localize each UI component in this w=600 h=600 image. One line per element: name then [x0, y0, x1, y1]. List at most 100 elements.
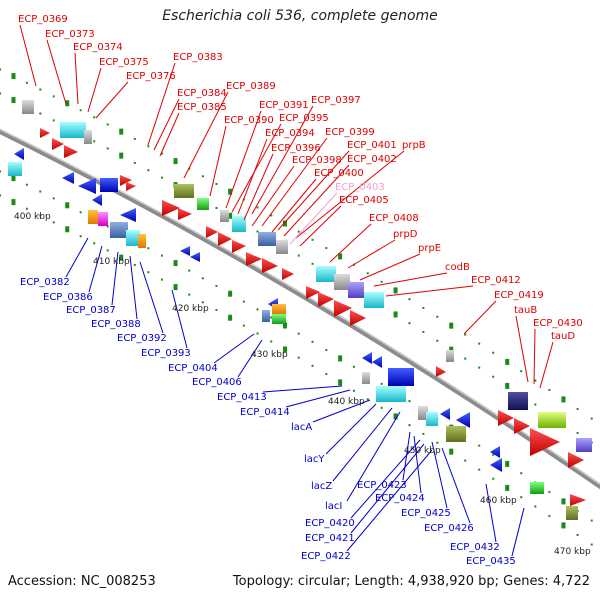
gene-label-forward: ECP_0402 — [347, 154, 397, 165]
gene-label-forward: ECP_0376 — [126, 71, 176, 82]
tick-dot — [173, 260, 178, 267]
leader-line — [111, 251, 119, 306]
tick-dot — [173, 284, 178, 291]
tick-dot — [561, 522, 566, 529]
leader-line — [153, 98, 180, 151]
gene-label-reverse: ECP_0406 — [192, 377, 242, 388]
gene-feature — [120, 175, 132, 186]
gene-label-forward: ECP_0400 — [314, 168, 364, 179]
leader-line — [171, 289, 188, 349]
tick-dot — [422, 306, 425, 309]
gene-feature — [162, 200, 180, 216]
gene-feature — [52, 138, 64, 150]
leader-line — [347, 239, 396, 269]
tick-dot — [11, 175, 16, 182]
gene-feature — [174, 184, 194, 198]
gene-label-reverse: ECP_0424 — [375, 493, 425, 504]
tick-dot — [548, 490, 551, 493]
gene-feature — [530, 428, 560, 456]
tick-dot — [119, 152, 124, 159]
gene-feature — [258, 232, 276, 246]
scale-label: 440 kbp — [328, 397, 365, 407]
tick-dot — [492, 453, 495, 456]
genome-title: Escherichia coli 536, complete genome — [162, 8, 438, 24]
tick-dot — [133, 137, 136, 140]
tick-dot — [79, 235, 82, 238]
gene-feature — [138, 234, 146, 248]
gene-label-forward: ECP_0369 — [18, 14, 68, 25]
tick-dot — [283, 322, 287, 329]
tick-dot — [0, 92, 2, 95]
tick-dot — [52, 95, 55, 98]
tick-dot — [160, 278, 163, 281]
leader-line — [289, 192, 338, 245]
gene-feature — [364, 292, 384, 308]
label-leader-lines — [19, 24, 554, 557]
tick-dot — [119, 254, 124, 261]
gene-feature — [218, 232, 232, 246]
tick-dot — [106, 123, 109, 126]
gene-label-reverse: ECP_0386 — [43, 292, 93, 303]
gene-label-forward: ECP_0389 — [226, 81, 276, 92]
tick-dot — [256, 308, 259, 311]
gene-label-reverse: ECP_0423 — [357, 480, 407, 491]
tick-dot — [534, 505, 537, 508]
tick-dot — [561, 498, 566, 505]
leader-line — [129, 255, 138, 320]
leader-line — [350, 443, 425, 534]
gene-feature — [8, 162, 22, 176]
tick-dot — [79, 211, 82, 214]
gene-feature — [100, 178, 118, 192]
gene-label-forward: ECP_0403 — [335, 182, 385, 193]
tick-dot — [39, 88, 42, 91]
gene-label-forward: ECP_0397 — [311, 95, 361, 106]
tick-dot — [25, 81, 28, 84]
leader-line — [441, 447, 471, 524]
gene-feature — [350, 310, 366, 326]
forward-gene-features — [22, 100, 592, 506]
tick-dot — [270, 340, 273, 343]
tick-dot — [352, 389, 355, 392]
tick-dot — [160, 152, 163, 155]
tick-dot — [297, 356, 300, 359]
gene-label-forward: ECP_0383 — [173, 52, 223, 63]
tick-dot — [201, 277, 204, 280]
leader-line — [285, 389, 351, 408]
gene-label-reverse: ECP_0414 — [240, 407, 290, 418]
tick-dot — [52, 221, 55, 224]
leader-line — [159, 112, 180, 157]
tick-dot — [325, 247, 328, 250]
tick-dot — [25, 207, 28, 210]
leader-line — [261, 137, 328, 227]
gene-label-forward: prpE — [418, 243, 441, 254]
leader-line — [346, 411, 401, 502]
gene-label-forward: ECP_0394 — [265, 128, 315, 139]
tick-dot — [449, 448, 454, 455]
tick-dot — [478, 342, 481, 345]
tick-dot — [478, 444, 481, 447]
tick-dot — [119, 128, 124, 135]
tick-dot — [590, 543, 593, 546]
leader-line — [237, 339, 263, 378]
gene-label-forward: tauD — [551, 331, 575, 342]
tick-dot — [520, 472, 523, 475]
gene-feature — [436, 366, 446, 377]
scale-label: 420 kbp — [172, 304, 209, 314]
gene-feature — [197, 198, 209, 210]
leader-line — [88, 245, 103, 293]
leader-line — [533, 328, 536, 385]
tick-dot — [338, 253, 343, 260]
leader-line — [237, 138, 268, 215]
gene-label-reverse: ECP_0426 — [424, 523, 474, 534]
leader-line — [231, 123, 282, 213]
gene-feature — [276, 240, 288, 254]
tick-dot — [215, 206, 218, 209]
tick-dot — [79, 109, 82, 112]
scale-label: 470 kbp — [554, 547, 591, 557]
scale-label: 450 kbp — [404, 446, 441, 456]
tick-dot — [11, 199, 16, 206]
gene-feature — [232, 240, 246, 253]
gene-feature — [530, 482, 544, 494]
gene-label-reverse: ECP_0422 — [301, 551, 351, 562]
gene-feature — [262, 258, 278, 273]
